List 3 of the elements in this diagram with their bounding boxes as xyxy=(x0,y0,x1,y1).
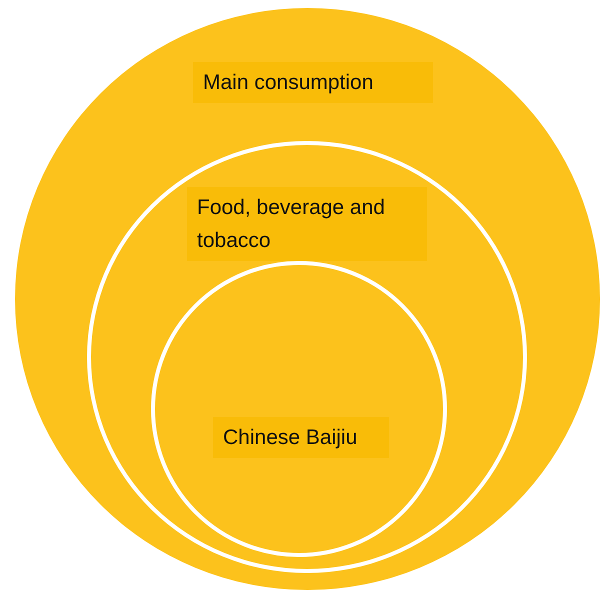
circle-label: Chinese Baijiu xyxy=(213,417,389,458)
circle-label: Food, beverage and tobacco xyxy=(187,187,427,261)
circle-label: Main consumption xyxy=(193,62,433,103)
